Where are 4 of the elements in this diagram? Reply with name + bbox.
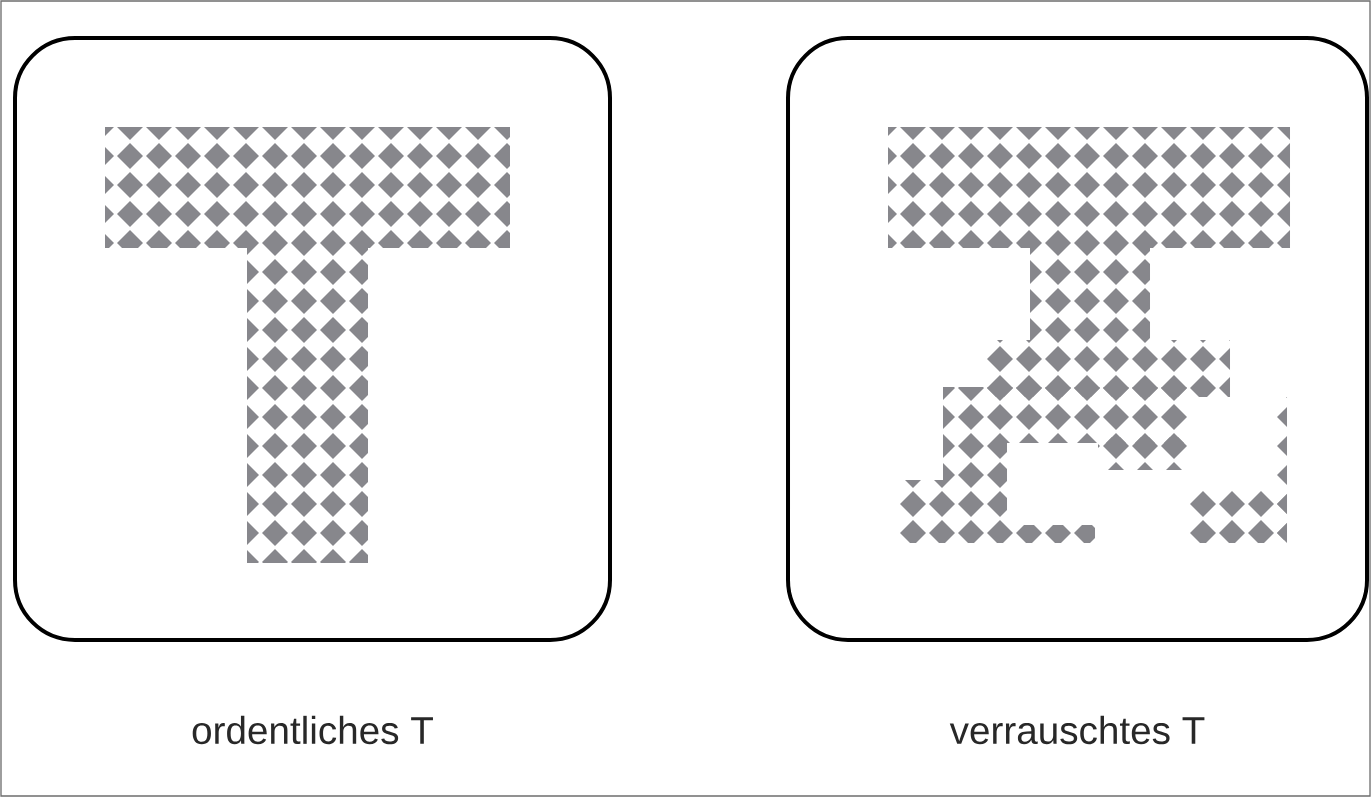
- node-label: verrauschtes T: [949, 715, 1205, 745]
- rounded-frame: [786, 36, 1369, 642]
- rounded-frame: [13, 36, 612, 642]
- node-label: ordentliches T: [192, 715, 433, 745]
